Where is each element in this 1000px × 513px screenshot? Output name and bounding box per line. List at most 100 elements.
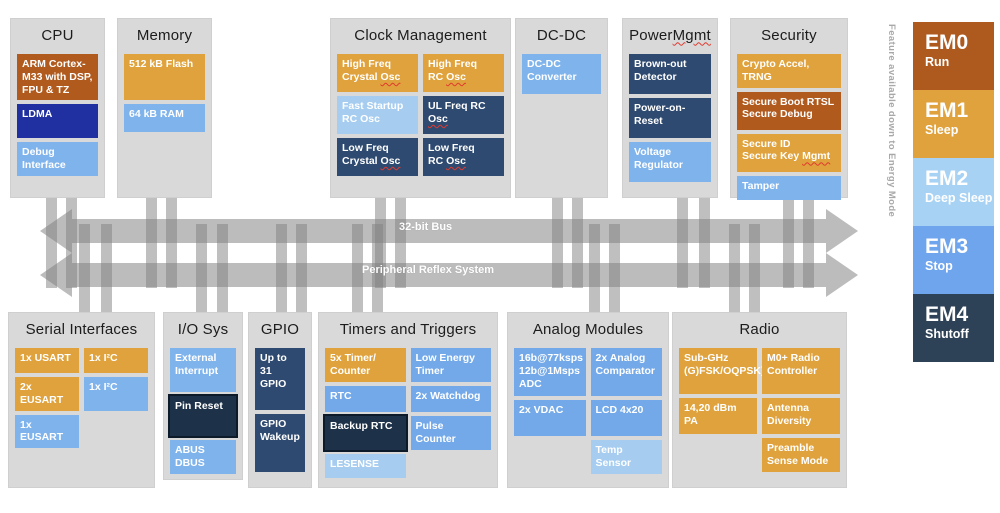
connector-leg-bottom-4 bbox=[276, 224, 287, 314]
block-title-timers: Timers and Triggers bbox=[339, 320, 477, 338]
block-title-radio: Radio bbox=[739, 320, 780, 338]
bus-label-32bit: 32-bit Bus bbox=[399, 221, 453, 233]
cell-sub-ghz-g-fsk-oqpsk: Sub-GHz(G)FSK/OQPSK) bbox=[679, 348, 765, 394]
block-title-memory: Memory bbox=[136, 26, 193, 44]
energy-mode-name: EM3 bbox=[925, 235, 969, 258]
connector-leg-bottom-3 bbox=[217, 224, 228, 314]
cell-1x-usart: 1x USART bbox=[15, 348, 79, 373]
cell-crypto-accel-trng: Crypto Accel, TRNG bbox=[737, 54, 841, 88]
energy-mode-name: EM1 bbox=[925, 99, 969, 122]
connector-leg-top-9 bbox=[699, 190, 710, 288]
energy-mode-name: EM0 bbox=[925, 31, 969, 54]
connector-leg-top-5 bbox=[395, 190, 406, 288]
energy-mode-name: EM4 bbox=[925, 303, 969, 326]
cell-1x-i-c: 1x I²C bbox=[84, 348, 148, 373]
cell-lesense: LESENSE bbox=[325, 453, 406, 478]
cell-64-kb-ram: 64 kB RAM bbox=[124, 104, 205, 132]
connector-leg-top-0 bbox=[46, 190, 57, 288]
spellcheck-squiggle: Osc bbox=[428, 112, 448, 125]
cell-ldma: LDMA bbox=[17, 104, 98, 139]
connector-leg-bottom-11 bbox=[749, 224, 760, 314]
block-title-analog: Analog Modules bbox=[532, 320, 644, 338]
cell-rtc: RTC bbox=[325, 386, 406, 412]
connector-leg-bottom-0 bbox=[79, 224, 90, 314]
cell-backup-rtc: Backup RTC bbox=[325, 416, 406, 450]
cell-tamper: Tamper bbox=[737, 175, 841, 200]
block-memory: Memory 512 kB Flash 64 kB RAM bbox=[117, 18, 212, 198]
connector-leg-bottom-5 bbox=[296, 224, 307, 314]
cell-lcd-4x20: LCD 4x20 bbox=[590, 400, 662, 436]
connector-leg-bottom-10 bbox=[729, 224, 740, 314]
connector-leg-top-6 bbox=[552, 190, 563, 288]
energy-mode-availability-label: Feature available down to Energy Mode bbox=[886, 24, 897, 218]
spellcheck-squiggle: Osc bbox=[380, 154, 401, 167]
cell-512-kb-flash: 512 kB Flash bbox=[124, 54, 205, 100]
bus-arrow-peripheral-reflex bbox=[40, 253, 858, 297]
spellcheck-squiggle: Osc bbox=[380, 70, 401, 83]
connector-leg-bottom-9 bbox=[609, 224, 620, 314]
block-title-iosys: I/O Sys bbox=[177, 320, 229, 338]
connector-leg-bottom-1 bbox=[101, 224, 112, 314]
block-title-security: Security bbox=[761, 26, 817, 44]
spellcheck-squiggle: Osc bbox=[446, 154, 466, 167]
connector-leg-bottom-6 bbox=[352, 224, 363, 314]
energy-mode-state: Shutoff bbox=[925, 327, 969, 342]
cell-power-on-reset: Power-on-Reset bbox=[629, 98, 711, 138]
energy-mode-state: Sleep bbox=[925, 123, 959, 138]
energy-mode-name: EM2 bbox=[925, 167, 969, 190]
block-title-clock: Clock Management bbox=[354, 26, 487, 44]
bus-arrow-32bit bbox=[40, 209, 858, 253]
spellcheck-squiggle: Osc bbox=[446, 70, 466, 83]
block-title-serial: Serial Interfaces bbox=[25, 320, 138, 338]
cell-5x-timer-counter: 5x Timer/Counter bbox=[325, 348, 406, 382]
block-title-dcdc: DC-DC bbox=[536, 26, 587, 44]
cell-2x-vdac: 2x VDAC bbox=[514, 400, 586, 436]
block-title-gpio: GPIO bbox=[260, 320, 300, 338]
connector-leg-top-2 bbox=[146, 190, 157, 288]
cell-pin-reset: Pin Reset bbox=[170, 396, 236, 436]
connector-leg-top-3 bbox=[166, 190, 177, 288]
block-title-cpu: CPU bbox=[41, 26, 74, 44]
connector-leg-bottom-7 bbox=[372, 224, 383, 314]
cell-arm-cortex-m33-with-dsp-fpu-tz: ARM Cortex-M33 with DSP,FPU & TZ bbox=[17, 54, 98, 101]
bus-label-peripheral-reflex: Peripheral Reflex System bbox=[362, 264, 495, 276]
connector-leg-top-10 bbox=[783, 190, 794, 288]
spellcheck-squiggle: Mgmt bbox=[802, 150, 831, 163]
energy-mode-state: Stop bbox=[925, 259, 953, 274]
energy-mode-state: Deep Sleep bbox=[925, 191, 993, 206]
connector-leg-bottom-2 bbox=[196, 224, 207, 314]
